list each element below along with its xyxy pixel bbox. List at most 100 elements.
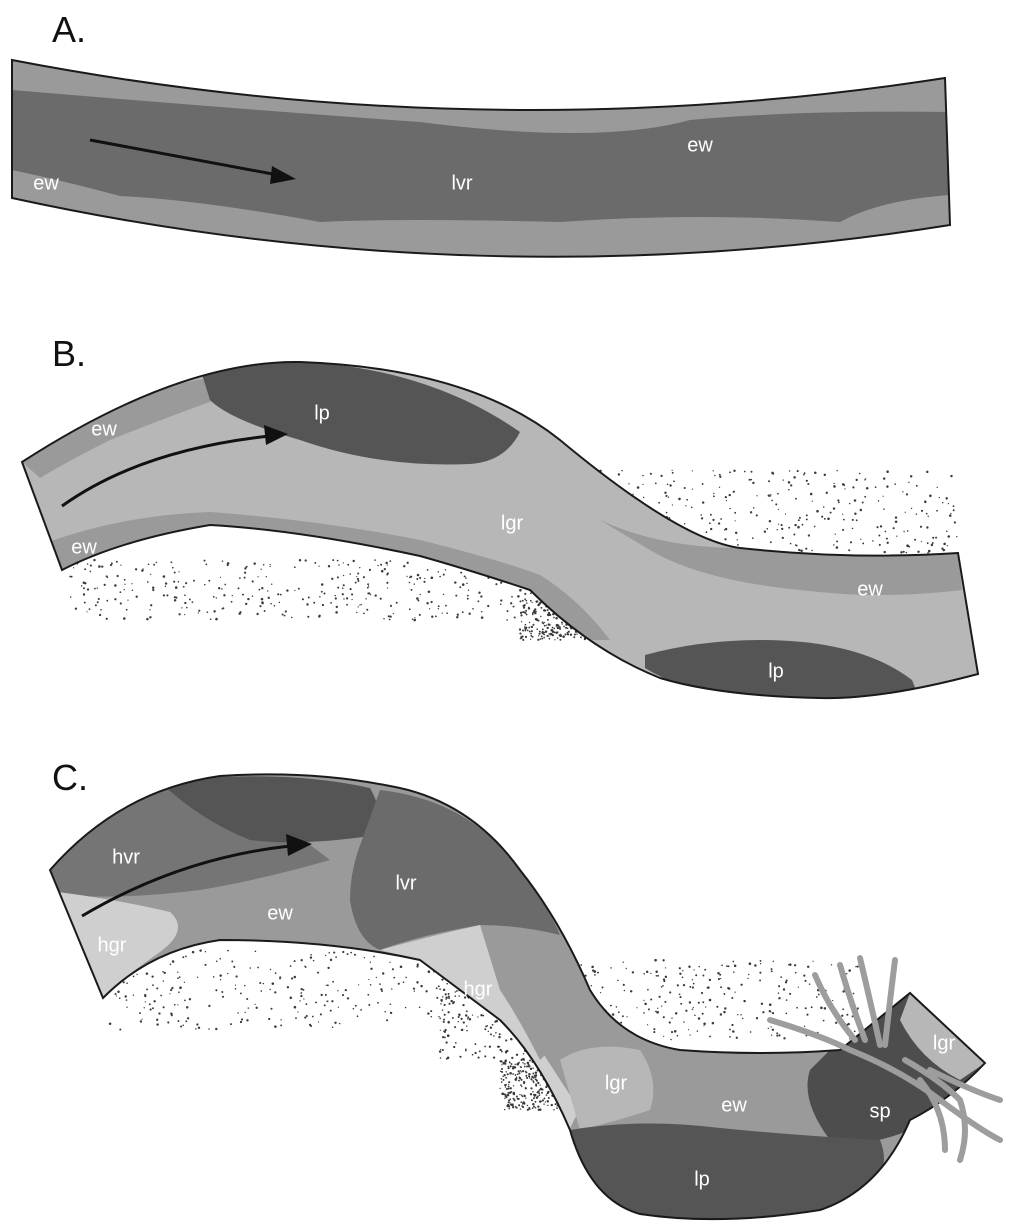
sediment-dot xyxy=(759,972,761,974)
sediment-dot xyxy=(943,549,945,551)
sediment-dot xyxy=(806,1014,808,1016)
sediment-dot xyxy=(534,612,536,614)
sediment-dot xyxy=(390,616,392,618)
sediment-dot xyxy=(528,1064,530,1066)
sediment-dot xyxy=(89,608,91,610)
sediment-dot xyxy=(513,1098,515,1100)
sediment-dot xyxy=(304,965,306,967)
sediment-dot xyxy=(238,587,240,589)
sediment-dot xyxy=(661,1005,662,1006)
sediment-dot xyxy=(564,634,566,636)
sediment-dot xyxy=(644,1003,647,1006)
sediment-dot xyxy=(216,960,218,962)
sediment-dot xyxy=(445,993,447,995)
sediment-dot xyxy=(132,590,134,592)
sediment-dot xyxy=(795,498,797,500)
sediment-dot xyxy=(516,1076,517,1077)
sediment-dot xyxy=(507,1092,509,1094)
sediment-dot xyxy=(73,567,74,568)
sediment-dot xyxy=(702,1013,704,1015)
sediment-dot xyxy=(799,517,801,519)
sediment-dot xyxy=(145,1001,146,1002)
sediment-dot xyxy=(178,991,180,993)
sediment-dot xyxy=(171,987,173,989)
sediment-dot xyxy=(524,1063,525,1064)
sediment-dot xyxy=(520,614,522,616)
sediment-dot xyxy=(453,1001,455,1003)
sediment-dot xyxy=(246,566,248,568)
sediment-dot xyxy=(477,600,479,602)
sediment-dot xyxy=(528,1066,530,1068)
sediment-dot xyxy=(263,564,265,566)
sediment-dot xyxy=(740,1014,742,1016)
sediment-dot xyxy=(531,630,533,632)
sediment-dot xyxy=(440,1049,441,1050)
sediment-dot xyxy=(770,541,772,543)
sediment-dot xyxy=(878,500,880,502)
sediment-dot xyxy=(179,976,181,978)
sediment-dot xyxy=(648,1008,650,1010)
sediment-dot xyxy=(540,607,542,609)
sediment-dot xyxy=(542,621,544,623)
sediment-dot xyxy=(400,966,403,969)
sediment-dot xyxy=(526,614,528,616)
sediment-dot xyxy=(719,476,721,478)
sediment-dot xyxy=(318,565,319,566)
sediment-dot xyxy=(776,1032,778,1034)
sediment-dot xyxy=(795,972,797,974)
sediment-dot xyxy=(133,994,134,995)
sediment-dot xyxy=(855,966,856,967)
sediment-dot xyxy=(786,999,788,1001)
sediment-dot xyxy=(124,995,126,997)
sediment-dot xyxy=(697,1030,698,1031)
sediment-dot xyxy=(561,622,563,624)
sediment-dot xyxy=(916,485,918,487)
sediment-dot xyxy=(894,483,896,485)
sediment-dot xyxy=(720,978,721,979)
sediment-dot xyxy=(175,597,177,599)
sediment-dot xyxy=(290,965,292,967)
sediment-dot xyxy=(926,471,928,473)
sediment-dot xyxy=(149,609,150,610)
sediment-dot xyxy=(842,529,844,531)
sediment-dot xyxy=(170,989,172,991)
sediment-dot xyxy=(665,976,667,978)
sediment-dot xyxy=(506,619,508,621)
sediment-dot xyxy=(549,638,551,640)
sediment-dot xyxy=(428,970,431,973)
sediment-dot xyxy=(472,1014,473,1015)
sediment-dot xyxy=(87,563,89,565)
sediment-dot xyxy=(390,1003,392,1005)
sediment-dot xyxy=(148,563,150,565)
sediment-dot xyxy=(794,964,796,966)
sediment-dot xyxy=(493,1035,495,1037)
sediment-dot xyxy=(673,480,675,482)
sediment-dot xyxy=(525,610,527,612)
sediment-dot xyxy=(522,605,524,607)
sediment-dot xyxy=(862,542,864,544)
sediment-dot xyxy=(472,1054,474,1056)
sediment-dot xyxy=(259,589,261,591)
sediment-dot xyxy=(306,603,308,605)
sediment-dot xyxy=(806,514,808,516)
sediment-dot xyxy=(431,577,434,580)
sediment-dot xyxy=(444,1036,446,1038)
sediment-dot xyxy=(425,990,427,992)
sediment-dot xyxy=(671,1017,672,1018)
sediment-dot xyxy=(186,1006,188,1008)
sediment-dot xyxy=(515,1074,517,1076)
sediment-dot xyxy=(361,604,362,605)
sediment-dot xyxy=(709,522,711,524)
sediment-dot xyxy=(309,1024,311,1026)
sediment-dot xyxy=(713,493,714,494)
sediment-dot xyxy=(524,626,526,628)
sediment-dot xyxy=(386,1019,388,1021)
sediment-dot xyxy=(458,995,459,996)
sediment-dot xyxy=(693,1007,694,1008)
sediment-dot xyxy=(245,1012,246,1013)
sediment-dot xyxy=(750,1031,752,1033)
sediment-dot xyxy=(442,1009,443,1010)
sediment-dot xyxy=(835,1022,837,1024)
sediment-dot xyxy=(435,616,437,618)
sediment-dot xyxy=(771,970,773,972)
